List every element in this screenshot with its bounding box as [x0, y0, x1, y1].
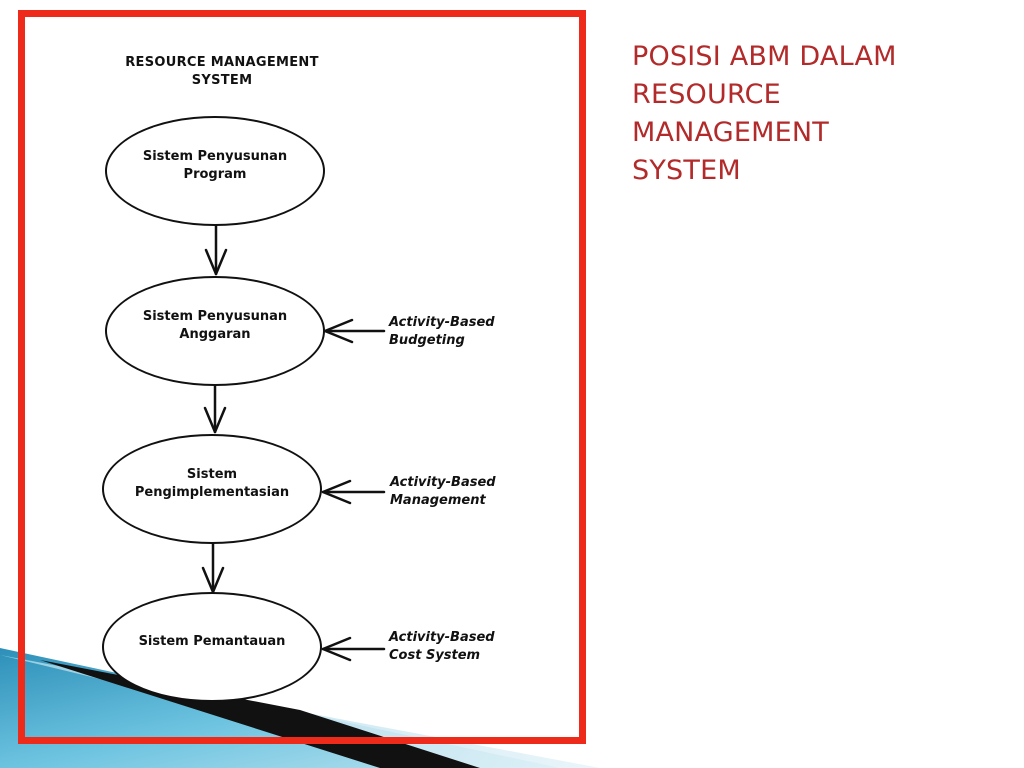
technique-line: Activity-Based: [390, 475, 496, 490]
node-label-line: Pengimplementasian: [134, 485, 290, 500]
slide-title-line: POSISI ABM DALAM: [632, 41, 897, 72]
slide-title: POSISI ABM DALAM RESOURCE MANAGEMENT SYS…: [632, 38, 992, 190]
slide-title-line: SYSTEM: [632, 155, 741, 186]
technique-management: Activity-Based Management: [390, 474, 520, 510]
input-arrow: [323, 318, 386, 344]
node-label-line: Anggaran: [179, 327, 251, 342]
node-label-line: Program: [183, 167, 247, 182]
diagram-title-line: SYSTEM: [191, 73, 253, 88]
technique-line: Budgeting: [389, 333, 465, 348]
flow-arrow: [204, 224, 228, 276]
input-arrow: [321, 636, 386, 662]
input-arrow: [321, 479, 386, 505]
technique-line: Management: [390, 493, 486, 508]
node-label-line: Sistem Penyusunan: [142, 149, 288, 164]
technique-line: Activity-Based: [389, 315, 495, 330]
technique-line: Activity-Based: [389, 630, 495, 645]
node-program: Sistem Penyusunan Program: [105, 116, 325, 226]
diagram-frame: [18, 10, 586, 744]
node-pemantauan: Sistem Pemantauan: [102, 592, 322, 702]
node-label-line: Sistem Pemantauan: [138, 634, 286, 649]
flow-arrow: [203, 384, 227, 434]
technique-budgeting: Activity-Based Budgeting: [389, 314, 519, 350]
slide-title-line: RESOURCE: [632, 79, 781, 110]
technique-cost-system: Activity-Based Cost System: [389, 629, 519, 665]
slide-title-line: MANAGEMENT: [632, 117, 829, 148]
node-anggaran: Sistem Penyusunan Anggaran: [105, 276, 325, 386]
node-label-line: Sistem Penyusunan: [142, 309, 288, 324]
technique-line: Cost System: [389, 648, 481, 663]
node-label-line: Sistem: [186, 467, 238, 482]
diagram-title-line: RESOURCE MANAGEMENT: [125, 55, 319, 70]
node-pengimplementasian: Sistem Pengimplementasian: [102, 434, 322, 544]
diagram-title: RESOURCE MANAGEMENT SYSTEM: [104, 54, 340, 90]
flow-arrow: [201, 541, 225, 594]
